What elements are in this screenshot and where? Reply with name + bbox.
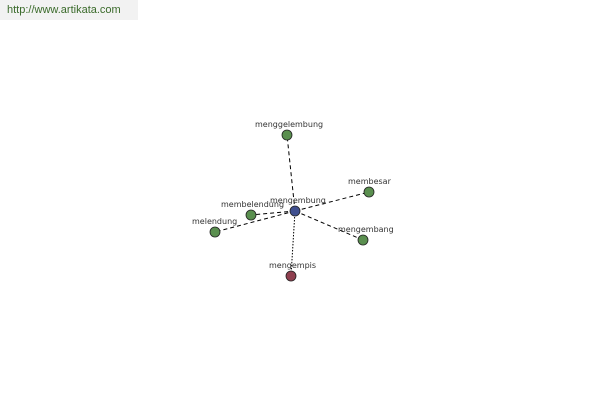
- node-melendung[interactable]: [209, 226, 221, 238]
- graph-labels: menggelembung membesar membelendung melendu…: [192, 120, 394, 270]
- label-menggelembung[interactable]: menggelembung: [255, 120, 323, 129]
- label-membelendung[interactable]: membelendung: [221, 200, 284, 209]
- label-melendung[interactable]: melendung: [192, 217, 237, 226]
- label-membesar[interactable]: membesar: [348, 177, 392, 186]
- edge-membesar: [294, 191, 370, 212]
- edge-mengempis: [290, 210, 296, 277]
- site-link[interactable]: http://www.artikata.com: [0, 0, 138, 20]
- edge-menggelembung: [286, 134, 296, 212]
- edge-membelendung: [250, 210, 296, 216]
- node-membelendung[interactable]: [245, 209, 257, 221]
- node-menggelembung[interactable]: [281, 129, 293, 141]
- label-mengempis[interactable]: mengempis: [269, 261, 316, 270]
- node-membesar[interactable]: [363, 186, 375, 198]
- label-mengembang[interactable]: mengembang: [338, 225, 394, 234]
- node-mengembang[interactable]: [357, 234, 369, 246]
- label-mengembung[interactable]: mengembung: [270, 196, 326, 205]
- node-mengembung[interactable]: [289, 205, 301, 217]
- node-mengempis[interactable]: [285, 270, 297, 282]
- graph-edges: [214, 134, 370, 277]
- graph-nodes: [209, 129, 375, 282]
- edge-mengembang: [294, 210, 364, 241]
